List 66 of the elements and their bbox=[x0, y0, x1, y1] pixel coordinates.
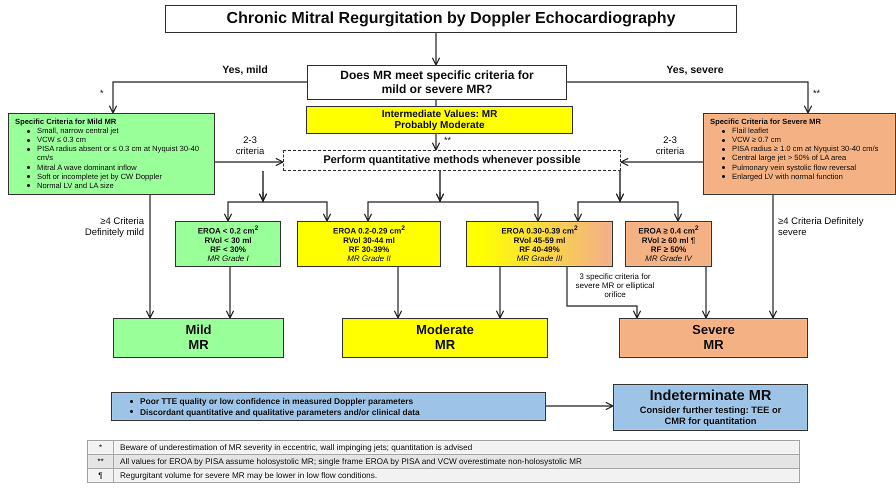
box-text: Does MR meet specific criteria for mild or severe MR? bbox=[339, 68, 535, 96]
box-note: Consider further testing: TEE or CMR for quantitation bbox=[638, 405, 782, 427]
footnote-mark: * bbox=[88, 440, 114, 454]
box-text: RVol 30-44 ml bbox=[343, 236, 395, 245]
box-text: Severe MR bbox=[692, 323, 735, 353]
box-text: EROA ≥ 0.4 cm$^{2}$ bbox=[638, 224, 699, 236]
box-text: Chronic Mitral Regurgitation by Doppler Echocardiography bbox=[226, 10, 676, 28]
arrow bbox=[432, 134, 440, 151]
box-text: EROA < 0.2 cm$^{2}$ bbox=[198, 224, 258, 236]
footnote-text: Regurgitant volume for severe MR may be lower in low flow conditions. bbox=[114, 468, 800, 482]
arrow bbox=[616, 171, 682, 222]
arrow bbox=[546, 402, 614, 410]
bullet-item: Discordant quantitative and qualitative parameters and/or clinical data bbox=[128, 406, 420, 417]
arrow bbox=[436, 171, 542, 222]
arrow bbox=[702, 267, 710, 319]
arrow bbox=[496, 267, 504, 319]
criteria-box bbox=[703, 113, 896, 195]
grade-box bbox=[625, 221, 712, 267]
footnote-mark: ** bbox=[444, 135, 452, 145]
grade-box bbox=[466, 221, 613, 267]
decision-box bbox=[307, 65, 567, 100]
process-box bbox=[283, 150, 621, 171]
arrow bbox=[620, 158, 703, 166]
box-text: RVol < 30 ml bbox=[204, 236, 252, 245]
grade-box bbox=[297, 221, 441, 267]
footnote-mark: * bbox=[100, 88, 104, 98]
box-text: RF 40-49% bbox=[519, 244, 560, 254]
box-text: RVol ≥ 60 ml ¶ bbox=[642, 236, 696, 245]
footnote-text: Beware of underestimation of MR severity in eccentric, wall impinging jets; quantitation is advised bbox=[114, 440, 800, 454]
result-box bbox=[619, 318, 808, 358]
footnote-mark: ** bbox=[813, 88, 820, 98]
box-text: MR Grade III bbox=[516, 254, 562, 264]
title-box bbox=[165, 5, 737, 33]
arrow bbox=[258, 171, 332, 222]
box-text: MR Grade IV bbox=[645, 254, 692, 264]
arrow bbox=[108, 81, 307, 114]
bullet-item: Poor TTE quality or low confidence in measured Doppler parameters bbox=[128, 396, 414, 406]
criteria-box bbox=[8, 113, 215, 195]
box-text: Perform quantitative methods whenever possible bbox=[323, 154, 581, 167]
box-text: RVol 45-59 ml bbox=[514, 236, 566, 245]
box-text: RF < 30% bbox=[210, 244, 246, 254]
box-text: EROA 0.30-0.39 cm$^{2}$ bbox=[501, 224, 578, 236]
box-text: Intermediate Values: MR Probably Moderate bbox=[380, 108, 498, 132]
result-box bbox=[342, 318, 548, 358]
arrow bbox=[768, 195, 778, 319]
result-box bbox=[613, 384, 808, 431]
box-text: RF ≥ 50% bbox=[650, 244, 686, 254]
box-text: Moderate MR bbox=[416, 323, 474, 353]
grade-box bbox=[175, 221, 281, 267]
arrow bbox=[215, 158, 284, 166]
arrow bbox=[432, 33, 440, 66]
result-box bbox=[113, 318, 284, 358]
result-box bbox=[306, 106, 573, 134]
arrow bbox=[146, 195, 154, 319]
box-text: MR Grade II bbox=[347, 254, 391, 264]
arrow bbox=[226, 267, 234, 319]
box-text: EROA 0.2-0.29 cm$^{2}$ bbox=[333, 224, 405, 236]
footnote-mark: ¶ bbox=[88, 468, 114, 482]
box-text: MR Grade I bbox=[207, 254, 249, 264]
box-text: Mild MR bbox=[186, 323, 212, 353]
arrow bbox=[567, 81, 812, 114]
box-text: Indeterminate MR bbox=[650, 388, 772, 406]
arrow bbox=[566, 267, 642, 319]
arrow bbox=[394, 267, 402, 319]
criteria-box bbox=[111, 392, 546, 421]
box-text: RF 30-39% bbox=[348, 244, 390, 254]
